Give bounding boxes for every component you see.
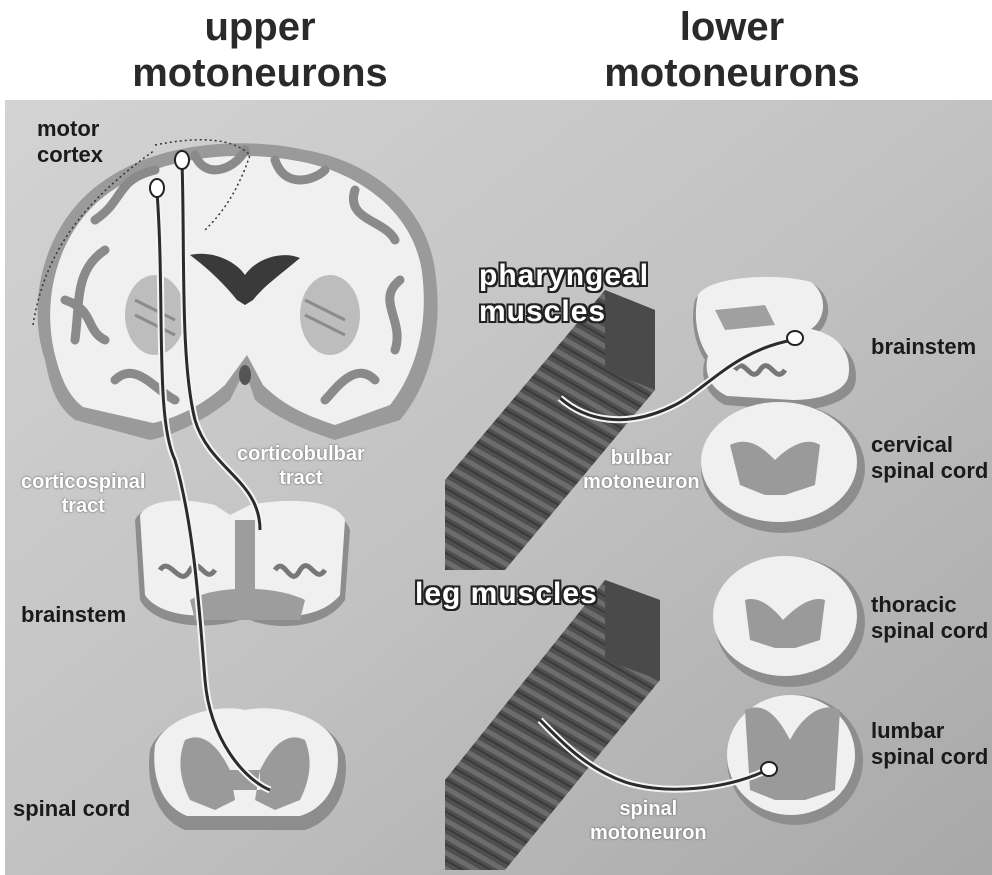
corticospinal-label-line-2: tract: [21, 494, 145, 518]
thoracic-label-line-1: thoracic: [871, 592, 988, 618]
cervical-label-line-1: cervical: [871, 432, 988, 458]
illustration-panel: motor cortex corticospinal tract cortico…: [5, 100, 992, 875]
upper-header-line-1: upper: [50, 4, 470, 50]
corticospinal-tract-label: corticospinal tract: [21, 470, 145, 518]
spinal-motoneuron-label: spinal motoneuron: [590, 797, 707, 845]
cervical-label-line-2: spinal cord: [871, 458, 988, 484]
corticospinal-neuron-soma: [150, 179, 164, 197]
corticobulbar-label-line-2: tract: [237, 466, 365, 490]
corticobulbar-tract-label: corticobulbar tract: [237, 442, 365, 490]
brainstem-section-left: [135, 501, 350, 626]
thoracic-spinal-cord-label: thoracic spinal cord: [871, 592, 988, 644]
lumbar-cord-section: [727, 695, 863, 825]
bulbar-label-line-2: motoneuron: [583, 470, 700, 494]
lumbar-label-line-1: lumbar: [871, 718, 988, 744]
spinal-cord-section-left: [149, 708, 346, 830]
spinal-cord-label: spinal cord: [13, 796, 130, 822]
spinal-neuron-soma: [761, 762, 777, 776]
cervical-cord-section: [701, 402, 865, 533]
upper-header-line-2: motoneurons: [50, 50, 470, 96]
lower-header-line-1: lower: [522, 4, 942, 50]
pharyngeal-muscles-label: pharyngeal muscles: [479, 258, 649, 330]
motor-cortex-label: motor cortex: [37, 116, 103, 168]
lumbar-spinal-cord-label: lumbar spinal cord: [871, 718, 988, 770]
lower-motoneurons-header: lower motoneurons: [522, 4, 942, 96]
brainstem-label-right: brainstem: [871, 334, 976, 360]
illustration-canvas: [5, 100, 992, 875]
lower-header-line-2: motoneurons: [522, 50, 942, 96]
spinal-motoneuron-label-line-2: motoneuron: [590, 821, 707, 845]
bulbar-label-line-1: bulbar: [583, 446, 700, 470]
brainstem-label-left: brainstem: [21, 602, 126, 628]
corticobulbar-neuron-soma: [175, 151, 189, 169]
motor-cortex-label-line-2: cortex: [37, 142, 103, 168]
spinal-motoneuron-label-line-1: spinal: [590, 797, 707, 821]
pharyngeal-label-line-1: pharyngeal: [479, 258, 649, 294]
upper-motoneurons-header: upper motoneurons: [50, 4, 470, 96]
motor-cortex-label-line-1: motor: [37, 116, 103, 142]
bulbar-neuron-soma: [787, 331, 803, 345]
corticospinal-label-line-1: corticospinal: [21, 470, 145, 494]
bulbar-motoneuron-label: bulbar motoneuron: [583, 446, 700, 494]
corticobulbar-label-line-1: corticobulbar: [237, 442, 365, 466]
cervical-spinal-cord-label: cervical spinal cord: [871, 432, 988, 484]
leg-muscles-label: leg muscles: [415, 576, 598, 612]
thoracic-label-line-2: spinal cord: [871, 618, 988, 644]
pharyngeal-label-line-2: muscles: [479, 294, 649, 330]
lumbar-label-line-2: spinal cord: [871, 744, 988, 770]
